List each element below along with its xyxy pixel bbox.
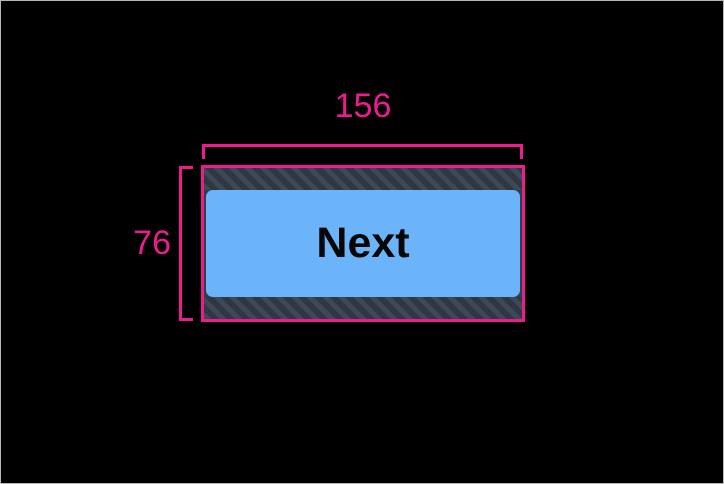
element-highlight-box: Next <box>201 165 525 322</box>
padding-hatch-bottom <box>204 297 522 319</box>
width-dimension-bracket <box>202 144 523 159</box>
height-dimension-label: 76 <box>133 224 171 262</box>
element-box-model: Next <box>204 168 522 319</box>
next-button-label: Next <box>316 219 410 267</box>
width-dimension-label: 156 <box>334 87 392 125</box>
next-button[interactable]: Next <box>206 190 520 297</box>
padding-hatch-top <box>204 168 522 190</box>
height-dimension-bracket <box>179 166 193 321</box>
